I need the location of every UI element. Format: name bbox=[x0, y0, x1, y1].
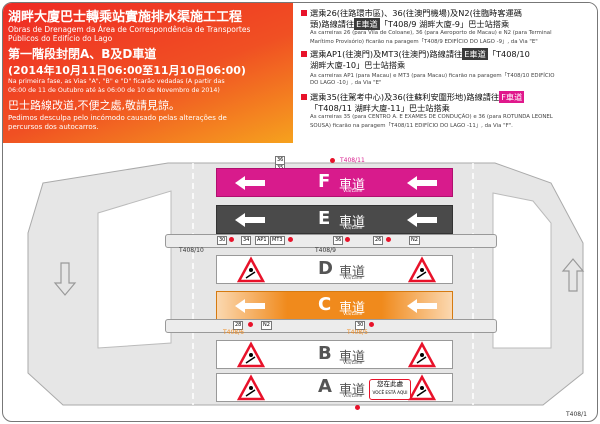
lane-cn: 車道 bbox=[339, 215, 366, 230]
title-cn: 湖畔大廈巴士轉乘站實施排水渠施工工程 bbox=[8, 10, 243, 25]
footer-code: T408/1 bbox=[566, 411, 587, 418]
lane-f-tag: F車道 bbox=[499, 91, 525, 103]
notice-1-pt-1: As carreiras 26 (para Vila de Coloane), … bbox=[310, 30, 552, 36]
route-tag: 26 bbox=[373, 236, 384, 245]
left-arrows-icon bbox=[235, 176, 437, 190]
lane-cn: 車道 bbox=[339, 350, 366, 365]
notice-3-line2: 「T408/11 湖畔大廈-11」巴士站搭乘 bbox=[310, 103, 450, 113]
lane-c: C 車道 Via/Lane bbox=[216, 291, 453, 320]
stop-label-t408-10: T408/10 bbox=[179, 247, 204, 254]
notice-2-line2: 湖畔大廈-10」巴士站搭乘 bbox=[310, 60, 406, 70]
route-tag: MT3 bbox=[270, 236, 285, 245]
dates-cn: (2014年10月11日06:00至11月10日06:00) bbox=[8, 64, 246, 77]
bus-stop-marker bbox=[345, 237, 350, 242]
you-are-here-marker bbox=[355, 405, 360, 410]
lane-e-tag: E車道 bbox=[354, 18, 380, 30]
bus-stop-marker bbox=[369, 322, 374, 327]
apology-pt-2: percursos dos autocarros. bbox=[8, 123, 99, 131]
map-area: 36 35 T408/11 F 車道 Via/Lane E 車道 Via/Lan… bbox=[3, 143, 597, 421]
route-tag: 30 bbox=[217, 236, 228, 245]
lane-e: E 車道 Via/Lane bbox=[216, 205, 453, 234]
bus-stop-marker bbox=[248, 322, 253, 327]
notice-2-pt-1: As carreiras AP1 (para Macau) e MT3 (par… bbox=[310, 73, 555, 79]
lane-f: F 車道 Via/Lane bbox=[216, 168, 453, 197]
lane-a: A 車道 Via/Lane bbox=[216, 373, 453, 402]
phase-cn: 第一階段封閉A、B及D車道 bbox=[8, 47, 157, 61]
lane-cn: 車道 bbox=[339, 301, 366, 316]
roadwork-sign-icon bbox=[236, 341, 266, 368]
phase-pt-1: Na primeira fase, as Vias "A", "B" e "D"… bbox=[8, 78, 225, 85]
lane-b: B 車道 Via/Lane bbox=[216, 340, 453, 369]
bus-stop-marker bbox=[386, 237, 391, 242]
lane-d: D 車道 Via/Lane bbox=[216, 255, 453, 284]
arrow-down-icon bbox=[53, 262, 77, 296]
bus-stop-marker bbox=[288, 237, 293, 242]
notice-1-pt-2: Marítimo Provisório) ficarão na paragem「… bbox=[310, 39, 538, 45]
apology-pt-1: Pedimos desculpa pelo incómodo causado p… bbox=[8, 114, 227, 122]
arrow-up-icon bbox=[561, 258, 585, 292]
lane-cn: 車道 bbox=[339, 265, 366, 280]
lane-e-tag: E車道 bbox=[462, 48, 488, 60]
notice-3-pt-1: As carreiras 35 (para CENTRO A. E EXAMES… bbox=[310, 114, 553, 120]
lane-letter: B bbox=[318, 343, 332, 364]
lane-letter: E bbox=[318, 208, 331, 229]
bullet-square-icon bbox=[301, 94, 307, 100]
route-tag: N2 bbox=[409, 236, 420, 245]
header-panel: 湖畔大廈巴士轉乘站實施排水渠施工工程 Obras de Drenagem da … bbox=[3, 3, 293, 143]
bullet-square-icon bbox=[301, 10, 307, 16]
lane-via: Via/Lane bbox=[343, 312, 363, 317]
you-are-here-cn: 您在此處 bbox=[377, 380, 403, 388]
you-are-here-callout: 您在此處 VOCÊ ESTÁ AQUI bbox=[369, 379, 411, 400]
roadwork-sign-icon bbox=[407, 374, 437, 401]
lane-letter: C bbox=[318, 294, 332, 315]
stop-label-t408-5: T408/5 bbox=[347, 329, 368, 336]
roadwork-sign-icon bbox=[236, 256, 266, 283]
bus-stop-platform bbox=[165, 234, 497, 248]
route-tag: AP1 bbox=[255, 236, 269, 245]
left-arrows-icon bbox=[235, 299, 437, 313]
left-arrows-icon bbox=[235, 213, 437, 227]
lane-via: Via/Lane bbox=[343, 189, 363, 194]
lane-via: Via/Lane bbox=[343, 361, 363, 366]
notice-3-pt-2: SOUSA) ficarão na paragem「T408/11 EDIFÍC… bbox=[310, 123, 513, 129]
bus-stop-platform bbox=[165, 319, 497, 333]
roadwork-sign-icon bbox=[407, 341, 437, 368]
stop-label-t408-6: T408/6 bbox=[223, 329, 244, 336]
route-tag: 36 bbox=[333, 236, 344, 245]
lane-letter: F bbox=[318, 171, 331, 192]
lane-via: Via/Lane bbox=[343, 394, 363, 399]
lane-letter: D bbox=[318, 258, 333, 279]
stop-label-t408-9: T408/9 bbox=[315, 247, 336, 254]
route-tag: 34 bbox=[241, 236, 252, 245]
bullet-square-icon bbox=[301, 51, 307, 57]
stop-label-t408-11: T408/11 bbox=[340, 157, 365, 164]
lane-via: Via/Lane bbox=[343, 276, 363, 281]
title-pt-1: Obras de Drenagem da Área de Correspondê… bbox=[8, 25, 251, 34]
phase-pt-2: 06:00 de 11 de Outubro até às 06:00 de 1… bbox=[8, 87, 220, 94]
bus-stop-marker bbox=[330, 158, 335, 163]
lane-cn: 車道 bbox=[339, 178, 366, 193]
roadwork-sign-icon bbox=[236, 374, 266, 401]
bus-stop-marker bbox=[229, 237, 234, 242]
route-tag: N2 bbox=[261, 321, 272, 330]
title-pt-2: Públicos do Edifício do Lago bbox=[8, 34, 113, 43]
lane-cn: 車道 bbox=[339, 383, 366, 398]
you-are-here-pt: VOCÊ ESTÁ AQUI bbox=[372, 390, 408, 395]
roadwork-sign-icon bbox=[407, 256, 437, 283]
route-tag: 30 bbox=[355, 321, 366, 330]
notice-2-pt-2: DO LAGO -10」, da Via "E" bbox=[310, 80, 382, 86]
route-tag: 28 bbox=[233, 321, 244, 330]
lane-letter: A bbox=[318, 376, 332, 397]
apology-cn: 巴士路線改道,不便之處,敬請見諒。 bbox=[8, 99, 180, 112]
lane-via: Via/Lane bbox=[343, 226, 363, 231]
notice-1-line1: 選乘26(往路環市區)、36(往澳門機場)及N2(往臨時客運碼 bbox=[301, 7, 522, 19]
